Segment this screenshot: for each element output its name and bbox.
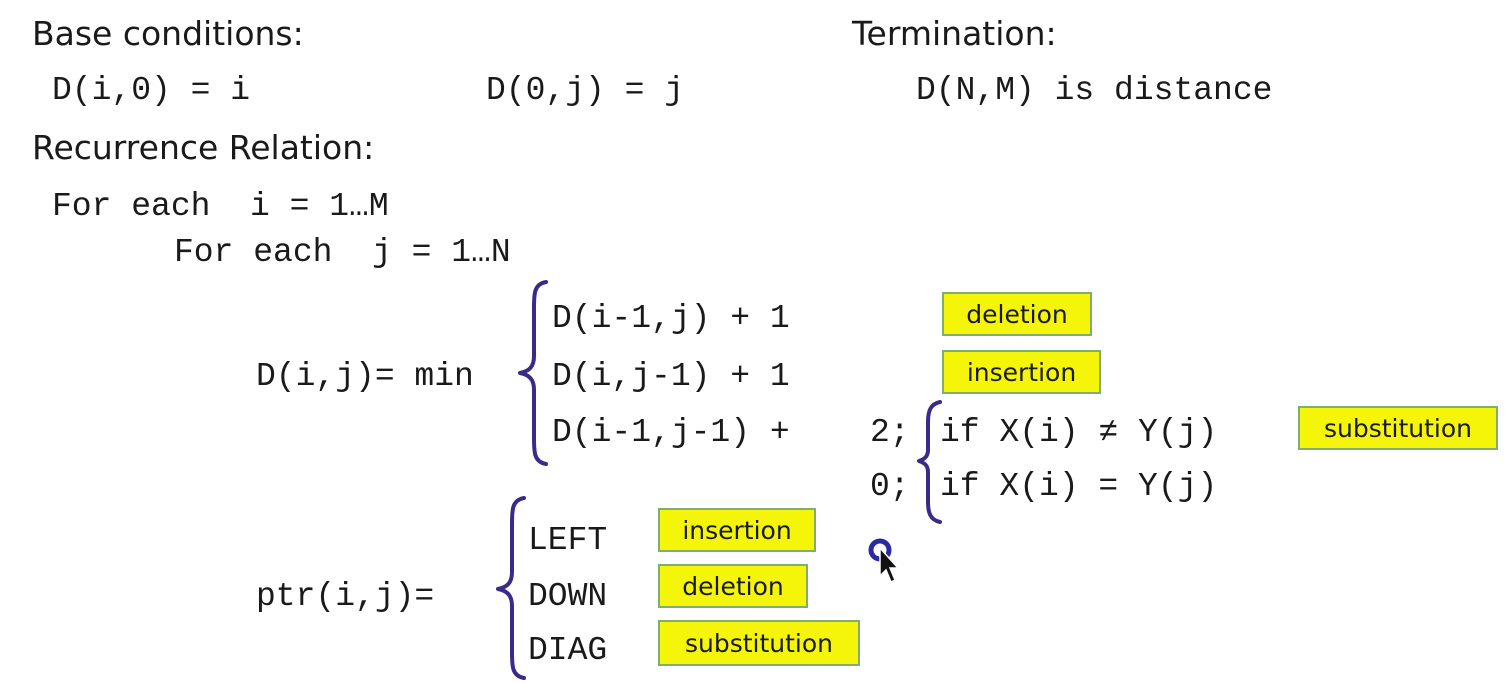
- tag-pointer-deletion: deletion: [658, 564, 808, 608]
- pointer-left: LEFT: [528, 522, 608, 559]
- heading-base-conditions: Base conditions:: [32, 14, 304, 53]
- sub-case-match-value: 0;: [870, 468, 910, 505]
- tag-pointer-substitution: substitution: [658, 620, 860, 666]
- sub-case-mismatch-condition: if X(i) ≠ Y(j): [940, 414, 1218, 451]
- termination-expression: D(N,M) is distance: [916, 72, 1273, 109]
- mouse-cursor-icon: [868, 538, 900, 584]
- pointer-diag: DIAG: [528, 632, 608, 669]
- recurrence-lhs: D(i,j)= min: [256, 358, 474, 395]
- inner-loop: For each j = 1…N: [174, 234, 511, 271]
- outer-loop: For each i = 1…M: [52, 188, 389, 225]
- sub-case-match-condition: if X(i) = Y(j): [940, 468, 1218, 505]
- case-insertion-expr: D(i,j-1) + 1: [552, 358, 790, 395]
- tag-pointer-insertion: insertion: [658, 508, 816, 552]
- heading-recurrence-relation: Recurrence Relation:: [32, 128, 375, 167]
- tag-insertion: insertion: [942, 350, 1101, 394]
- case-substitution-expr: D(i-1,j-1) +: [552, 414, 790, 451]
- sub-case-brace: [917, 400, 942, 524]
- case-deletion-expr: D(i-1,j) + 1: [552, 300, 790, 337]
- recurrence-brace: [518, 280, 548, 466]
- sub-case-mismatch-value: 2;: [870, 414, 910, 451]
- pointer-brace: [496, 496, 526, 680]
- base-condition-left: D(i,0) = i: [52, 72, 251, 109]
- tag-deletion: deletion: [942, 292, 1092, 336]
- heading-termination: Termination:: [852, 14, 1057, 53]
- pointer-down: DOWN: [528, 578, 608, 615]
- base-condition-right: D(0,j) = j: [486, 72, 685, 109]
- tag-substitution: substitution: [1298, 406, 1498, 450]
- pointer-lhs: ptr(i,j)=: [256, 578, 435, 615]
